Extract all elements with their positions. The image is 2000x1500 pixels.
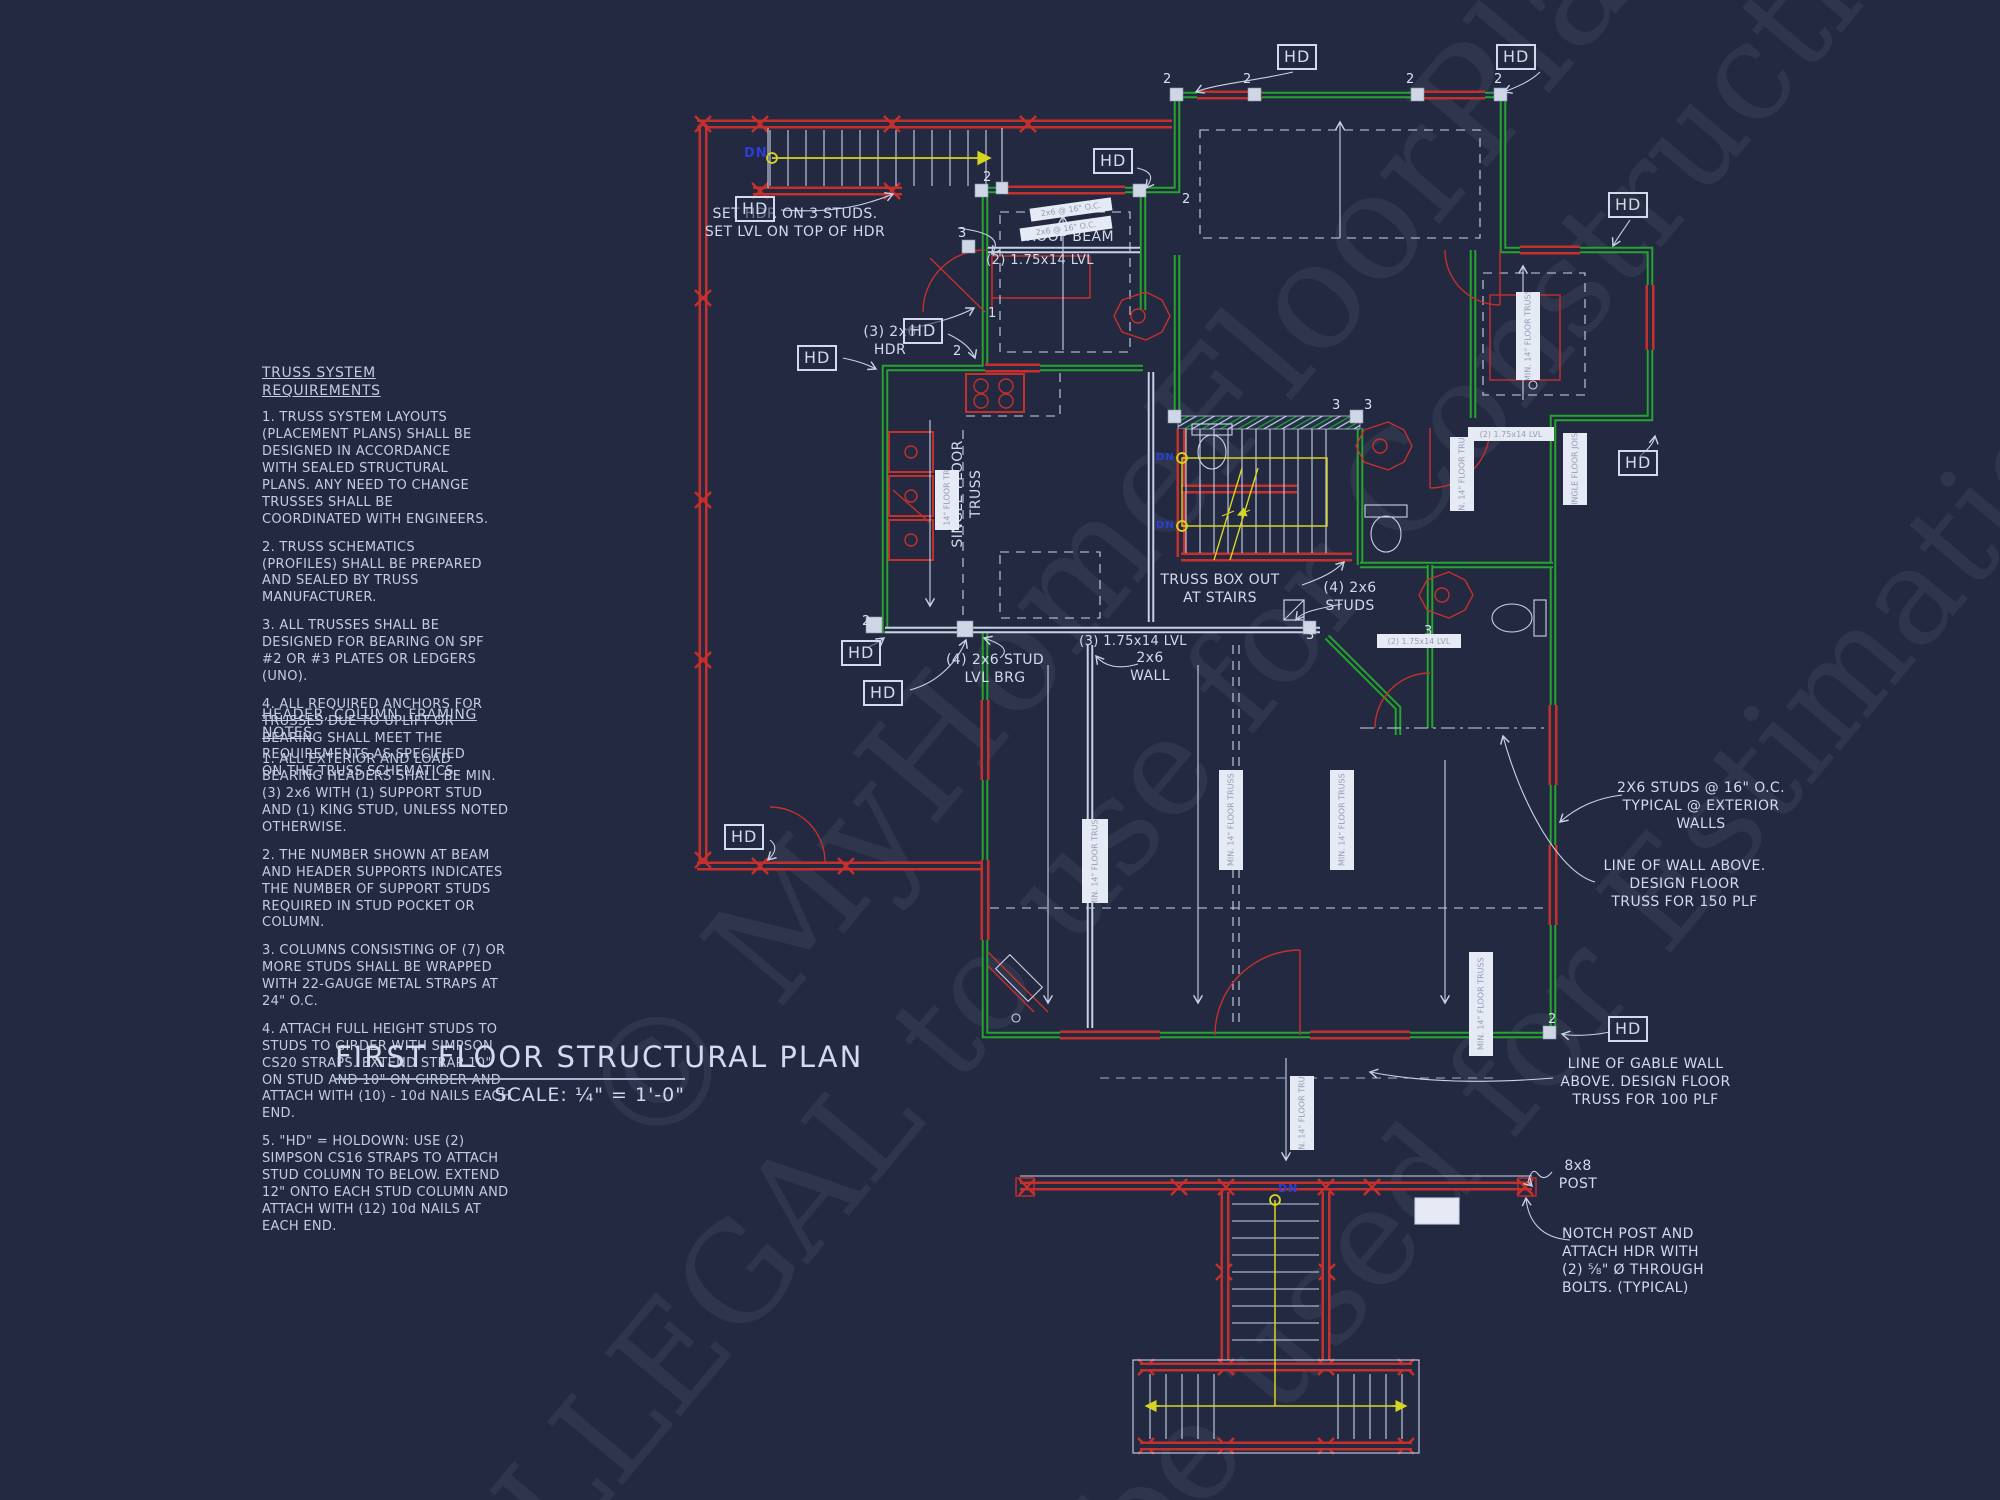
holdown-tag: HD bbox=[903, 318, 944, 344]
floor-truss-tag: MIN. 14" FLOOR TRUSS bbox=[1219, 770, 1243, 870]
holdown-tag: HD bbox=[1618, 450, 1659, 476]
annotation-lvl2-roof: (2) 1.75x14 LVL bbox=[986, 253, 1094, 268]
holdown-tag: HD bbox=[797, 345, 838, 371]
floor-truss-tag: MIN. 14" FLOOR TRUSS bbox=[1082, 819, 1108, 903]
stud-count: 2 bbox=[1548, 1012, 1557, 1027]
stud-count: 1 bbox=[988, 306, 997, 321]
stair-dn-label: DN bbox=[1156, 520, 1175, 531]
framing-note-item: 1. ALL EXTERIOR AND LOAD BEARING HEADERS… bbox=[262, 752, 509, 835]
door-swings bbox=[769, 249, 1501, 1036]
truss-notes: TRUSS SYSTEM REQUIREMENTS 1. TRUSS SYSTE… bbox=[262, 364, 490, 792]
annotation-lvl3: (3) 1.75x14 LVL bbox=[1079, 634, 1187, 649]
roof-beam bbox=[988, 246, 1140, 307]
holdown-tag: HD bbox=[1093, 148, 1134, 174]
holdown-tag: HD bbox=[863, 680, 904, 706]
stud-count: 3 bbox=[1306, 628, 1315, 643]
floor-truss-tag: MIN. 14" FLOOR TRUSS bbox=[1469, 952, 1493, 1056]
central-stairs bbox=[1176, 429, 1352, 562]
annotation-notch-post: NOTCH POST AND ATTACH HDR WITH (2) ⅝" Ø … bbox=[1562, 1226, 1705, 1296]
truss-span-arrows bbox=[924, 120, 1529, 1162]
floor-joist-tag: SINGLE FLOOR JOIST bbox=[1563, 433, 1587, 505]
holdown-tag: HD bbox=[1496, 44, 1537, 70]
stud-count: 3 bbox=[1424, 624, 1433, 639]
annotation-line-of-wall: LINE OF WALL ABOVE. DESIGN FLOOR TRUSS F… bbox=[1603, 858, 1766, 910]
annotation-line-of-gable: LINE OF GABLE WALL ABOVE. DESIGN FLOOR T… bbox=[1560, 1056, 1731, 1108]
stud-count: 2 bbox=[1494, 72, 1503, 87]
stair-dn-label: DN bbox=[1278, 1182, 1299, 1195]
framing-note-item: 5. "HD" = HOLDOWN: USE (2) SIMPSON CS16 … bbox=[262, 1134, 509, 1234]
annotation-set-hdr: SET HDR ON 3 STUDS. SET LVL ON TOP OF HD… bbox=[704, 206, 886, 240]
stud-count: 2 bbox=[953, 344, 962, 359]
truss-note-item: 3. ALL TRUSSES SHALL BE DESIGNED FOR BEA… bbox=[262, 618, 484, 684]
truss-note-item: 4. ALL REQUIRED ANCHORS FOR TRUSSES DUE … bbox=[262, 696, 483, 780]
stud-count: 3 bbox=[1332, 398, 1341, 413]
stud-count: 2 bbox=[1243, 72, 1252, 87]
scale-label: SCALE: ¼" = 1'-0" bbox=[494, 1084, 685, 1106]
stair-dn-label: DN bbox=[1156, 452, 1175, 463]
holdown-tag: HD bbox=[1608, 1016, 1649, 1042]
framing-note-item: 2. THE NUMBER SHOWN AT BEAM AND HEADER S… bbox=[262, 847, 503, 931]
leader-lines bbox=[766, 71, 1659, 1241]
bath-fixtures bbox=[1113, 291, 1547, 637]
page-title: FIRST FLOOR STRUCTURAL PLAN bbox=[335, 1040, 861, 1080]
annotation-2x6-wall: 2x6 WALL bbox=[1130, 650, 1170, 684]
stud-count: 2 bbox=[1182, 192, 1191, 207]
holdown-tag: HD bbox=[841, 640, 882, 666]
kitchen-fixtures bbox=[888, 372, 1101, 622]
annotation-8x8-post: 8x8 POST bbox=[1558, 1158, 1598, 1192]
stud-count: 2 bbox=[983, 170, 992, 185]
framing-notes-heading: HEADER, COLUMN, FRAMING NOTES bbox=[262, 707, 477, 742]
holdown-tag: HD bbox=[724, 824, 765, 850]
annotation-truss-box: TRUSS BOX OUT AT STAIRS bbox=[1160, 572, 1280, 606]
stud-count: 2 bbox=[1163, 72, 1172, 87]
upper-deck-stairs bbox=[766, 128, 1003, 188]
stair-dn-label: DN bbox=[744, 146, 768, 161]
framing-notes: HEADER, COLUMN, FRAMING NOTES 1. ALL EXT… bbox=[262, 706, 512, 1247]
stud-pocket-markers bbox=[865, 87, 1557, 1040]
porch-framing bbox=[1015, 1175, 1537, 1456]
lvl2-tag: (2) 1.75x14 LVL bbox=[1377, 634, 1461, 648]
framing-note-item: 3. COLUMNS CONSISTING OF (7) OR MORE STU… bbox=[262, 943, 506, 1009]
hatched-bearing-wall bbox=[1177, 415, 1361, 430]
lvl2-tag: (2) 1.75x14 LVL bbox=[1468, 427, 1554, 441]
stud-count: 3 bbox=[958, 226, 967, 241]
floor-truss-tag: MIN. 14" FLOOR TRUSS bbox=[1330, 770, 1354, 870]
holdown-tag: HD bbox=[1277, 44, 1318, 70]
truss-note-item: 1. TRUSS SYSTEM LAYOUTS (PLACEMENT PLANS… bbox=[262, 410, 489, 527]
corner-fireplace bbox=[987, 951, 1049, 1023]
stud-count: 2 bbox=[1406, 72, 1415, 87]
truss-notes-heading: TRUSS SYSTEM REQUIREMENTS bbox=[262, 365, 381, 400]
annotation-studs4: (4) 2x6 STUDS bbox=[1323, 580, 1377, 614]
floor-truss-tag: MIN. 14" FLOOR TRUSS bbox=[935, 470, 959, 530]
red-headers bbox=[980, 90, 1655, 1040]
floor-truss-tag: MIN. 14" FLOOR TRUSS bbox=[1450, 437, 1474, 511]
holdown-tag: HD bbox=[735, 196, 776, 222]
truss-note-item: 2. TRUSS SCHEMATICS (PROFILES) SHALL BE … bbox=[262, 539, 482, 606]
deck-framing bbox=[693, 114, 1172, 876]
annotation-2x6-studs-16oc: 2X6 STUDS @ 16" O.C. TYPICAL @ EXTERIOR … bbox=[1617, 780, 1785, 832]
title-block: FIRST FLOOR STRUCTURAL PLAN SCALE: ¼" = … bbox=[335, 1040, 861, 1106]
stud-count: 2 bbox=[862, 614, 871, 629]
framing-note-item: 4. ATTACH FULL HEIGHT STUDS TO STUDS TO … bbox=[262, 1021, 511, 1122]
floor-truss-tag: MIN. 14" FLOOR TRUSS bbox=[1290, 1076, 1314, 1150]
stud-count: 3 bbox=[1364, 398, 1373, 413]
floor-truss-tag: MIN. 14" FLOOR TRUSS bbox=[1516, 292, 1540, 380]
holdown-tag: HD bbox=[1608, 192, 1649, 218]
annotation-stud-lvl-brg: (4) 2x6 STUD LVL BRG bbox=[945, 652, 1045, 686]
interior-walls bbox=[1040, 190, 1553, 735]
